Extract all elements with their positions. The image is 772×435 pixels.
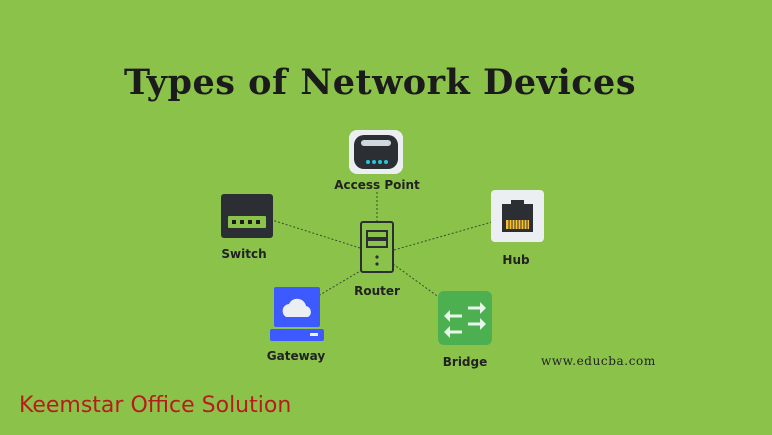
router-icon bbox=[360, 221, 394, 273]
gateway-node bbox=[270, 287, 324, 346]
bridge-label: Bridge bbox=[442, 355, 488, 369]
gateway-icon bbox=[270, 287, 324, 341]
access-point-node bbox=[349, 130, 403, 179]
link-router-switch bbox=[271, 219, 361, 249]
hub-label: Hub bbox=[502, 253, 530, 267]
bridge-icon bbox=[438, 291, 492, 345]
gateway-label: Gateway bbox=[266, 349, 326, 363]
hub-icon bbox=[491, 190, 544, 242]
link-router-bridge bbox=[392, 263, 441, 299]
page-title: Types of Network Devices bbox=[123, 62, 637, 103]
access-point-label: Access Point bbox=[334, 178, 420, 192]
switch-label: Switch bbox=[221, 247, 267, 261]
link-router-hub bbox=[393, 221, 493, 251]
brand-caption: Keemstar Office Solution bbox=[19, 393, 292, 418]
access-point-icon bbox=[349, 130, 403, 174]
router-label: Router bbox=[354, 284, 400, 298]
switch-icon bbox=[221, 194, 273, 238]
link-router-gateway bbox=[317, 269, 363, 297]
bridge-node bbox=[438, 291, 492, 350]
switch-node bbox=[221, 194, 273, 243]
watermark: www.educba.com bbox=[541, 354, 656, 368]
hub-node bbox=[491, 190, 544, 247]
router-node bbox=[360, 221, 394, 278]
